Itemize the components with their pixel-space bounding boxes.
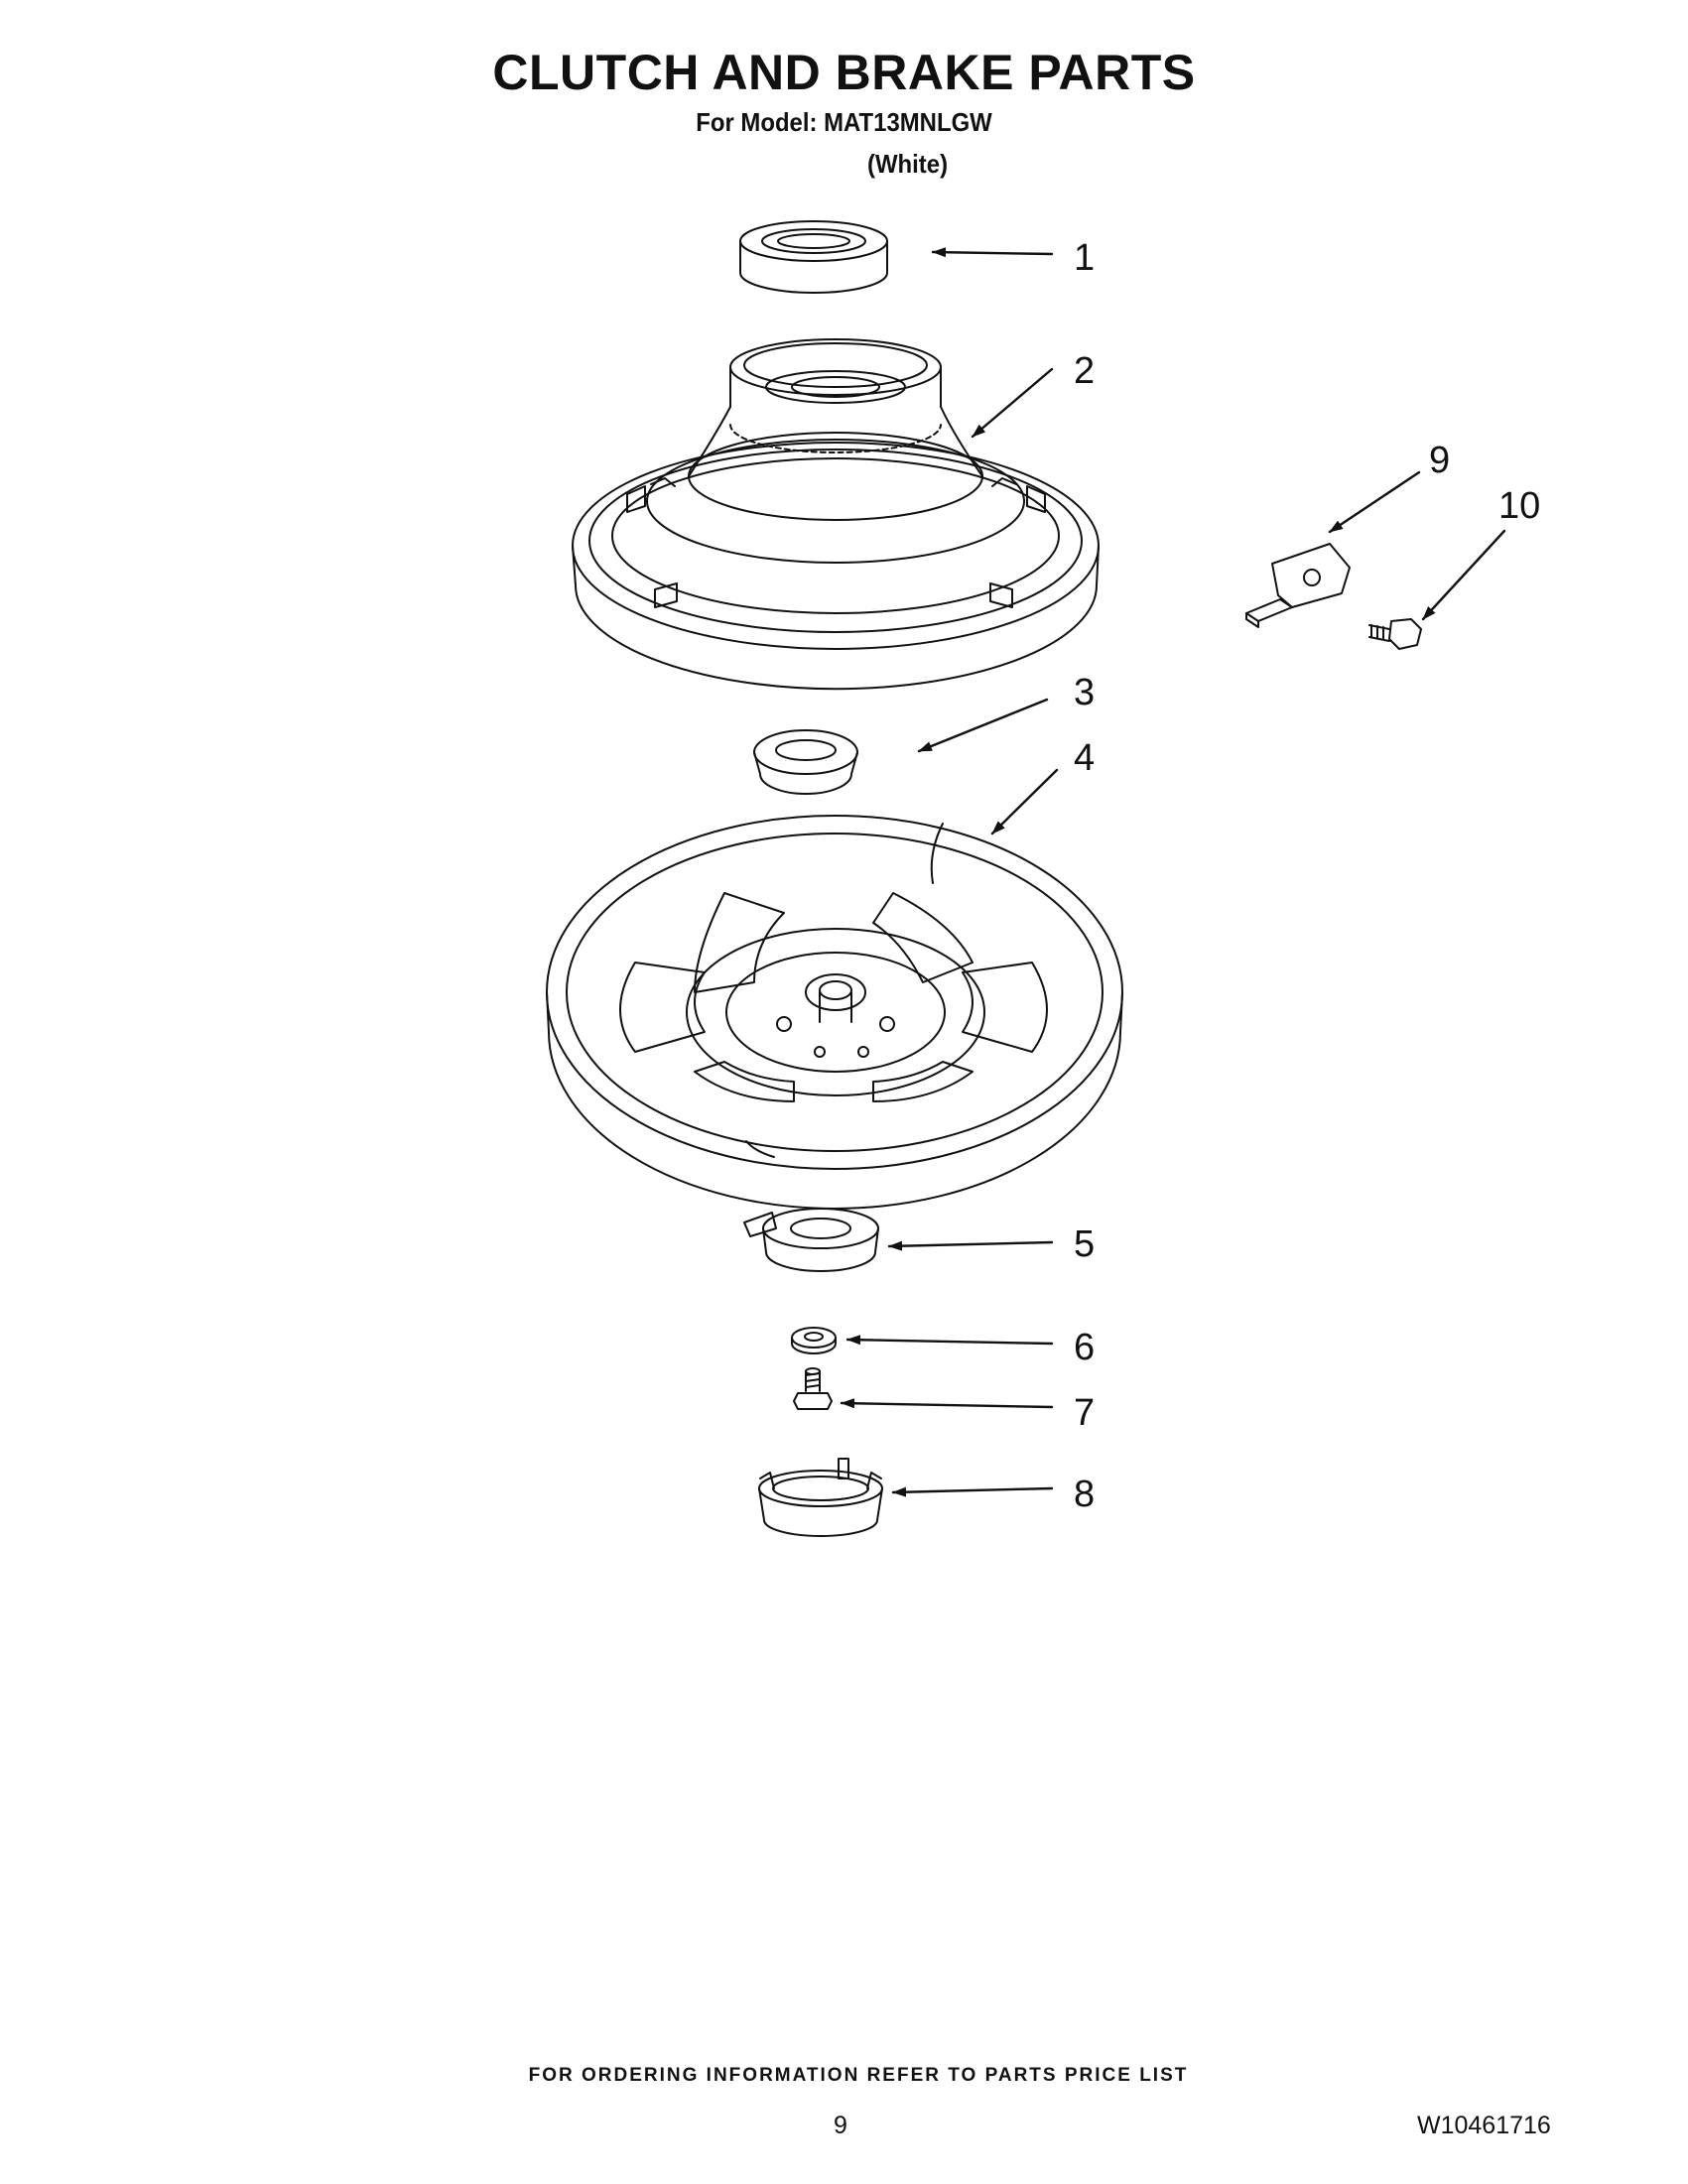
callout-4: 4 xyxy=(1074,737,1095,779)
callout-9: 9 xyxy=(1429,440,1450,481)
color-line: (White) xyxy=(867,149,949,179)
part-6-washer xyxy=(791,1327,837,1354)
document-number: W10461716 xyxy=(1417,2112,1551,2139)
part-9-bracket xyxy=(1245,543,1351,628)
leader-lines xyxy=(840,247,1506,1497)
callout-numbers: 1 2 3 4 5 6 7 8 9 10 xyxy=(1074,237,1540,1515)
callout-2: 2 xyxy=(1074,350,1095,392)
page-title: CLUTCH AND BRAKE PARTS xyxy=(492,45,1196,100)
callout-3: 3 xyxy=(1074,672,1095,713)
part-7-screw xyxy=(793,1367,833,1410)
part-1-bearing xyxy=(739,220,888,294)
callout-7: 7 xyxy=(1074,1392,1095,1434)
model-line: For Model: MAT13MNLGW xyxy=(696,107,992,137)
callout-6: 6 xyxy=(1074,1327,1095,1368)
callout-5: 5 xyxy=(1074,1223,1095,1265)
part-2-clutch-housing xyxy=(572,338,1100,691)
part-4-pulley xyxy=(546,815,1123,1210)
part-3-seal xyxy=(753,729,858,795)
ordering-note: FOR ORDERING INFORMATION REFER TO PARTS … xyxy=(528,2065,1189,2086)
part-8-cap xyxy=(758,1458,883,1537)
page-number: 9 xyxy=(834,2112,847,2139)
part-10-bolt xyxy=(1368,618,1422,650)
part-5-clutch-hub xyxy=(743,1208,879,1272)
callout-1: 1 xyxy=(1074,237,1095,279)
callout-8: 8 xyxy=(1074,1474,1095,1515)
callout-10: 10 xyxy=(1498,485,1540,527)
